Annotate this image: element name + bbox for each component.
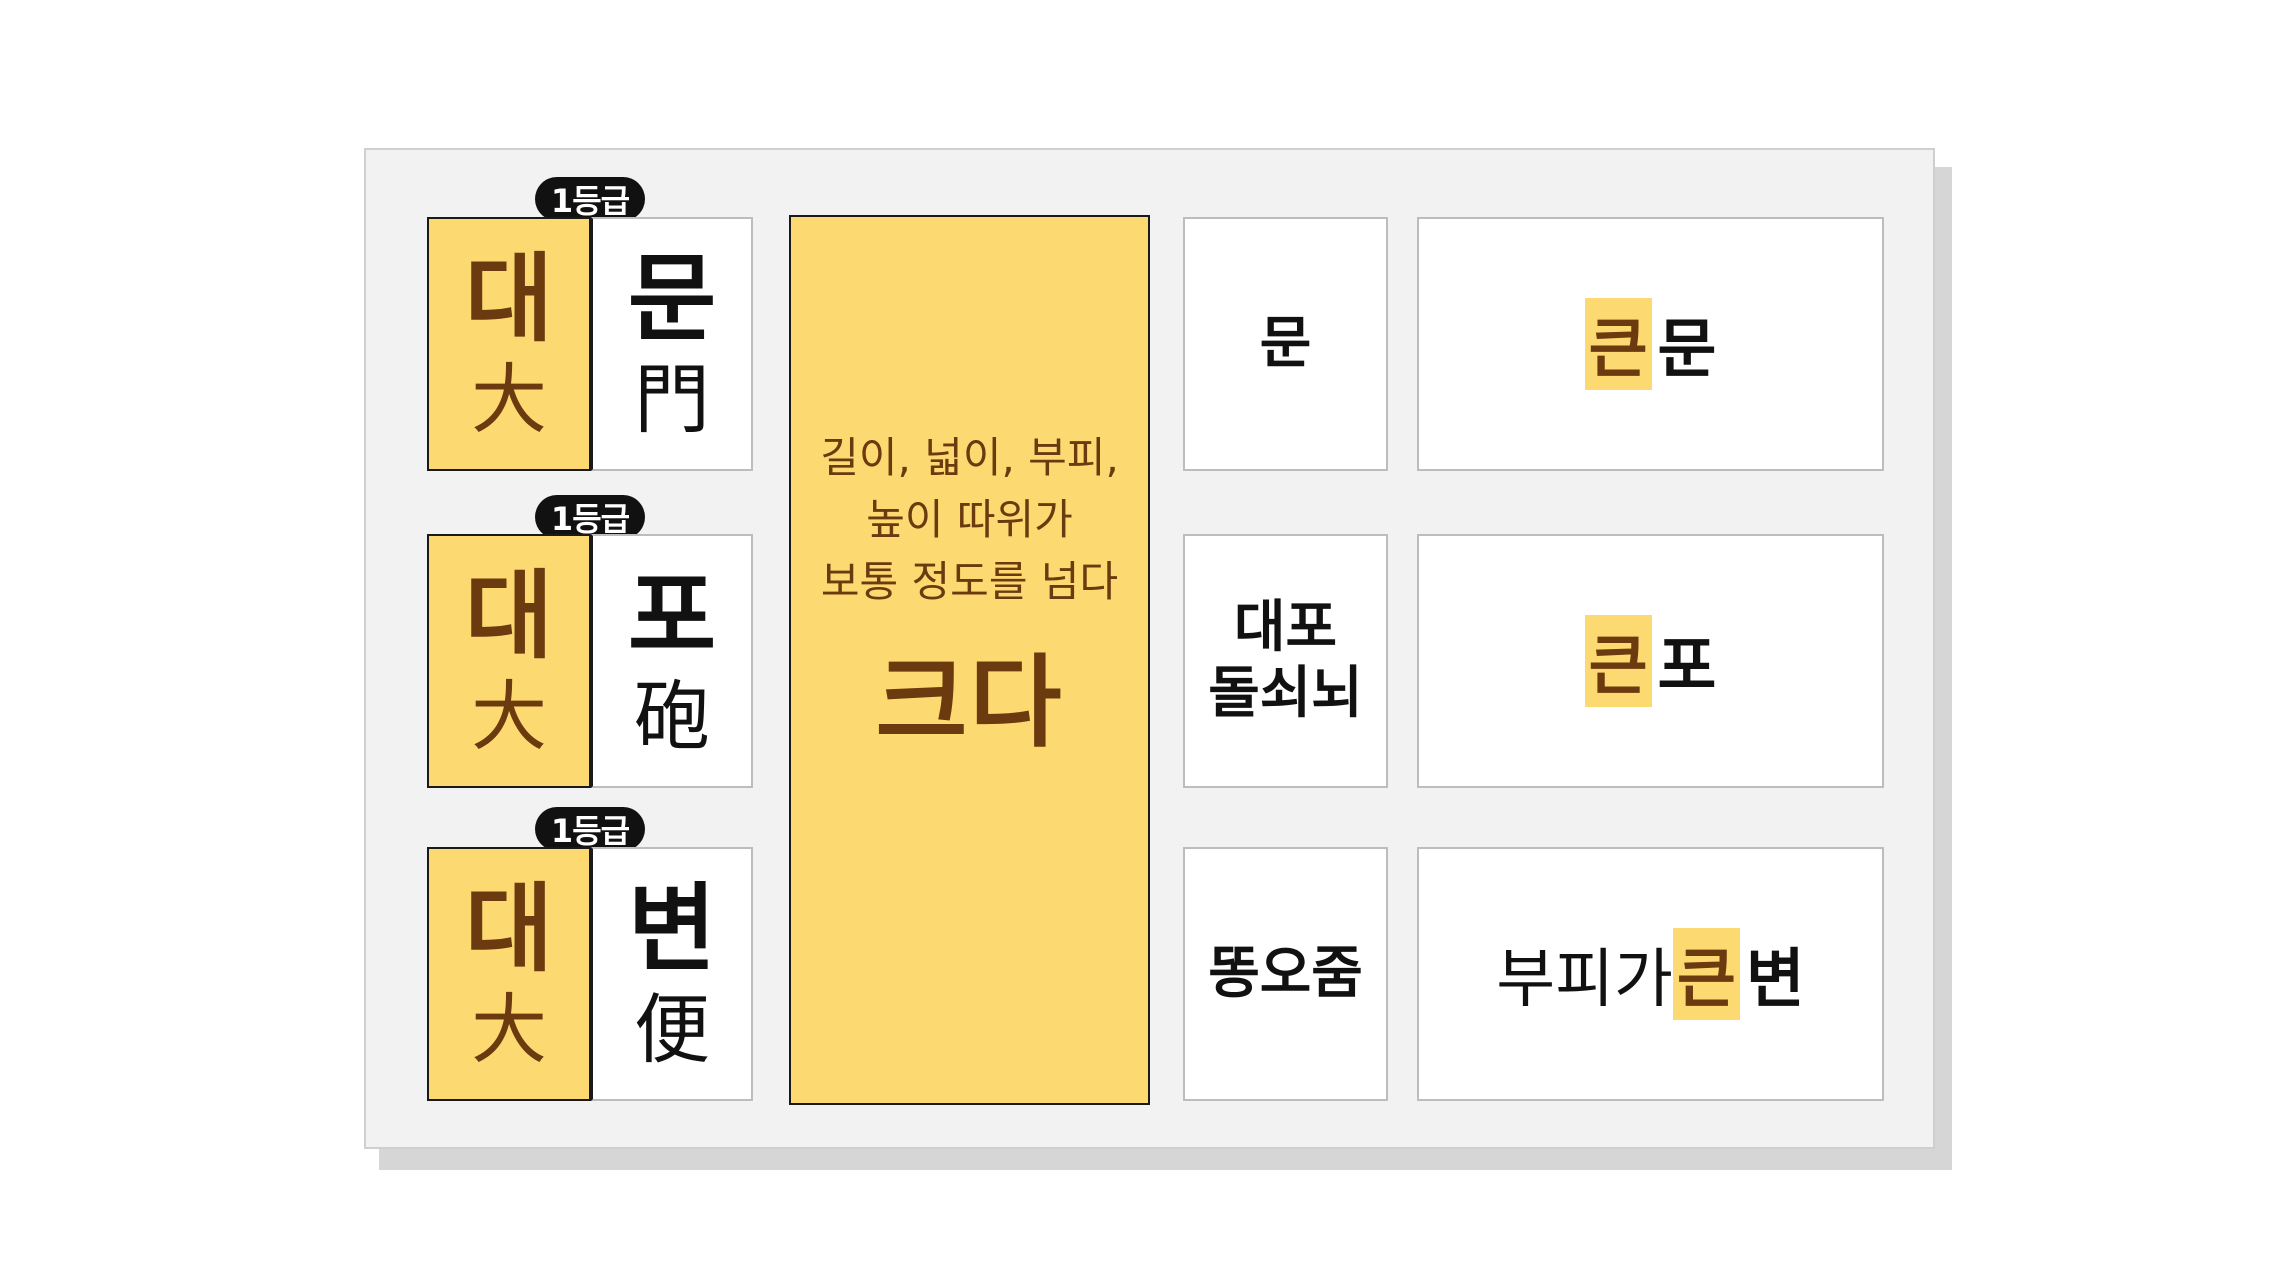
definition-text: 길이, 넓이, 부피, 높이 따위가 보통 정도를 넘다 bbox=[820, 427, 1119, 613]
phrase: 큰 문 bbox=[1584, 298, 1717, 390]
phrase-card: 큰 포 bbox=[1417, 534, 1884, 788]
word-syllable: 문 bbox=[627, 242, 717, 355]
phrase-card: 큰 문 bbox=[1417, 217, 1884, 471]
native-word: 문 bbox=[1259, 311, 1312, 376]
native-word-line: 대포 bbox=[1233, 595, 1338, 660]
phrase: 부피가 큰 변 bbox=[1496, 928, 1805, 1020]
native-word-card: 문 bbox=[1183, 217, 1388, 471]
phrase-highlight: 큰 bbox=[1584, 298, 1652, 390]
phrase-highlight: 큰 bbox=[1584, 615, 1652, 707]
word-card: 문 門 bbox=[591, 217, 753, 471]
word-card: 변 便 bbox=[591, 847, 753, 1101]
native-word: 똥오줌 bbox=[1208, 941, 1363, 1006]
definition-line: 길이, 넓이, 부피, bbox=[820, 433, 1119, 482]
definition-line: 보통 정도를 넘다 bbox=[820, 557, 1119, 606]
definition-card: 길이, 넓이, 부피, 높이 따위가 보통 정도를 넘다 크다 bbox=[789, 215, 1150, 1105]
phrase-highlight: 큰 bbox=[1672, 928, 1740, 1020]
native-word-card: 똥오줌 bbox=[1183, 847, 1388, 1101]
syllable-hanja: 大 bbox=[471, 984, 547, 1074]
grade-badge: 1등급 bbox=[535, 495, 645, 539]
syllable-card: 대 大 bbox=[427, 847, 591, 1101]
phrase: 큰 포 bbox=[1584, 615, 1717, 707]
definition-keyword: 크다 bbox=[875, 644, 1064, 761]
grade-badge: 1등급 bbox=[535, 177, 645, 221]
grade-badge: 1등급 bbox=[535, 807, 645, 851]
phrase-after: 포 bbox=[1657, 630, 1717, 704]
native-word-card: 대포 돌쇠뇌 bbox=[1183, 534, 1388, 788]
word-syllable: 포 bbox=[627, 559, 717, 672]
phrase-after: 변 bbox=[1745, 943, 1805, 1017]
grade-badge-label: 1등급 bbox=[550, 182, 630, 220]
word-hanja: 砲 bbox=[634, 671, 710, 761]
word-syllable: 변 bbox=[627, 872, 717, 985]
phrase-card: 부피가 큰 변 bbox=[1417, 847, 1884, 1101]
word-card: 포 砲 bbox=[591, 534, 753, 788]
syllable-card: 대 大 bbox=[427, 534, 591, 788]
syllable-text: 대 bbox=[464, 872, 554, 985]
syllable-text: 대 bbox=[464, 559, 554, 672]
word-hanja: 門 bbox=[634, 354, 710, 444]
grade-badge-label: 1등급 bbox=[550, 500, 630, 538]
syllable-hanja: 大 bbox=[471, 354, 547, 444]
syllable-text: 대 bbox=[464, 242, 554, 355]
syllable-card: 대 大 bbox=[427, 217, 591, 471]
definition-line: 높이 따위가 bbox=[866, 495, 1073, 544]
word-hanja: 便 bbox=[634, 984, 710, 1074]
phrase-before: 부피가 bbox=[1496, 943, 1673, 1017]
grade-badge-label: 1등급 bbox=[550, 812, 630, 850]
native-word-line: 돌쇠뇌 bbox=[1208, 661, 1363, 726]
phrase-after: 문 bbox=[1657, 313, 1717, 387]
syllable-hanja: 大 bbox=[471, 671, 547, 761]
